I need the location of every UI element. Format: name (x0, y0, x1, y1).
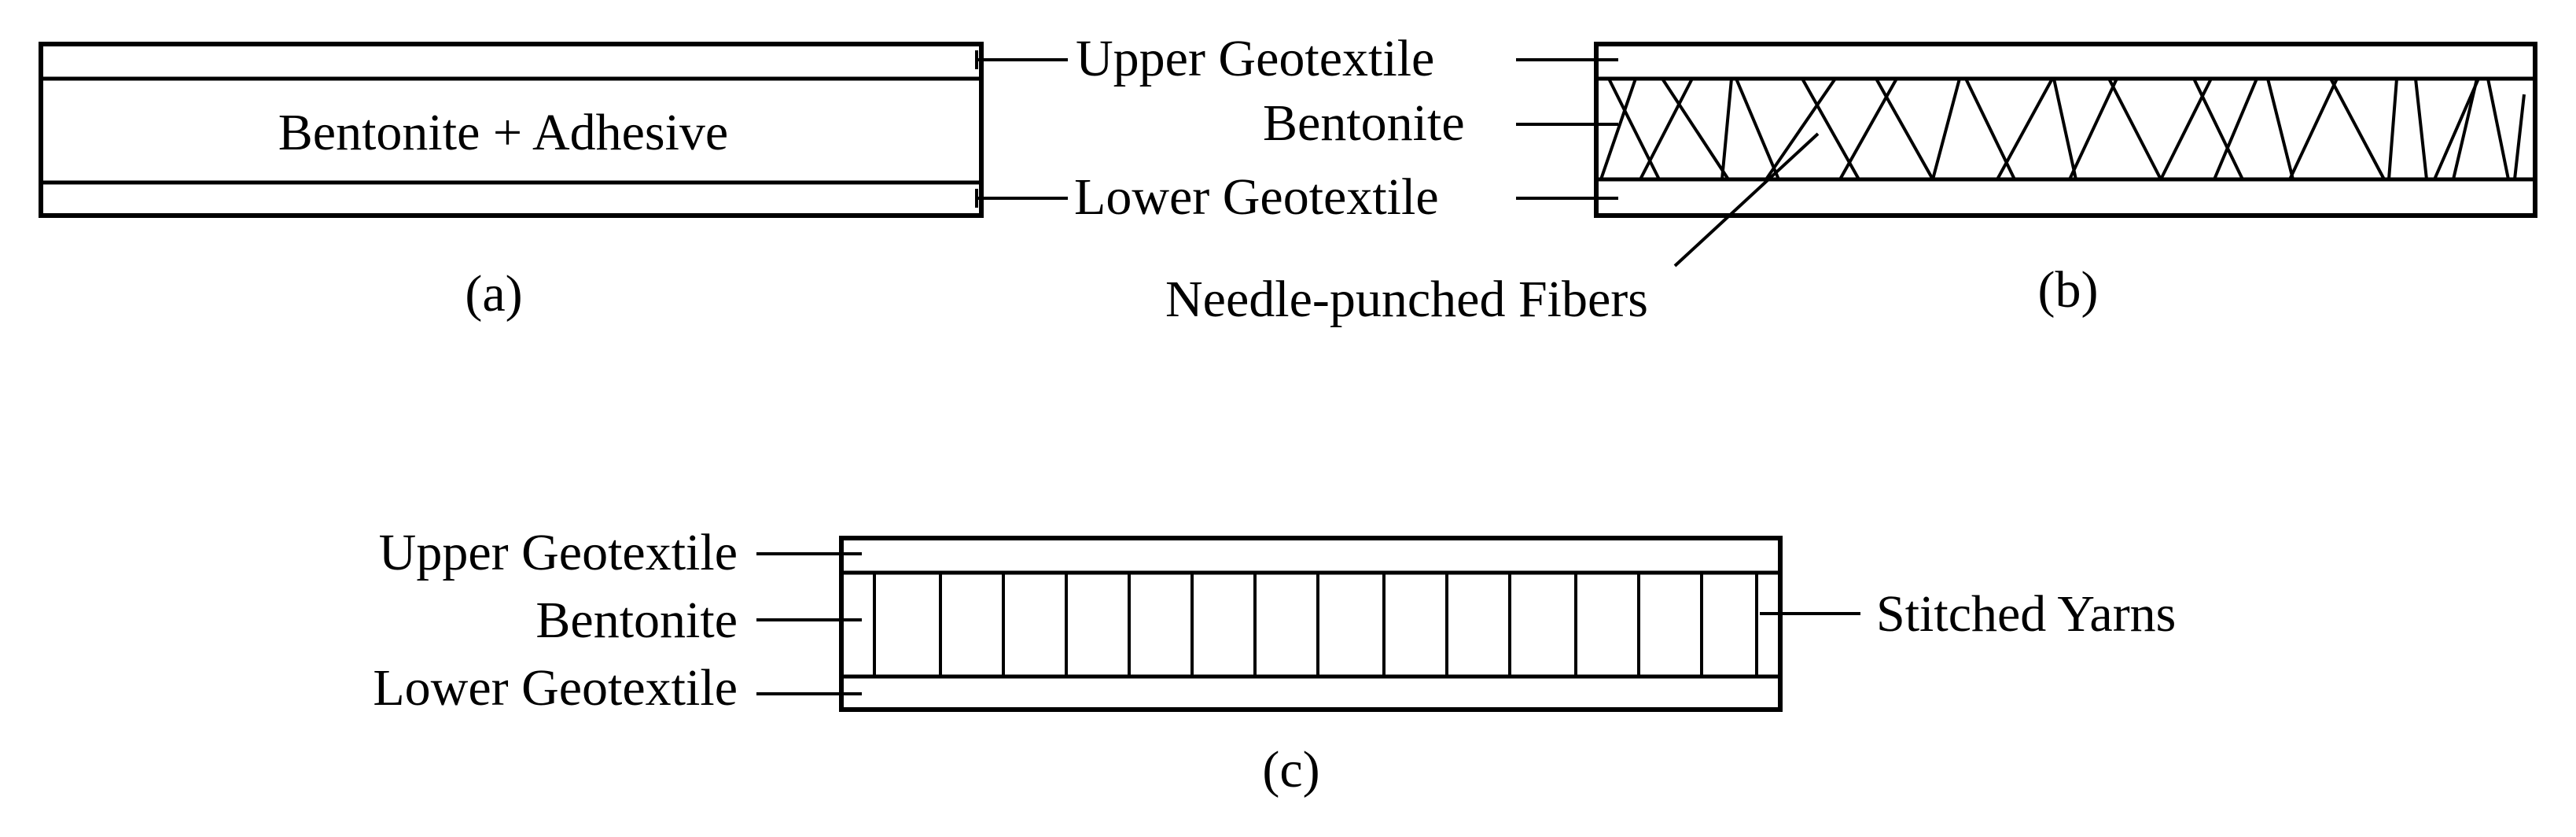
fiber-line (2387, 78, 2398, 180)
panel-c-upper-geotextile-label: Upper Geotextile (379, 524, 738, 581)
panel-c-caption: (c) (1262, 741, 1319, 798)
stitched-yarns (873, 573, 1758, 677)
fiber-line (1720, 78, 1733, 180)
needle-punched-fibers (1599, 77, 2526, 181)
fiber-line (1639, 78, 1694, 180)
fiber-line (1735, 78, 1780, 180)
fiber-line (2486, 78, 2510, 180)
fiber-line (2213, 78, 2258, 180)
lower-geotextile-label: Lower Geotextile (1074, 168, 1439, 226)
panel-a: Bentonite + Adhesive (a) (39, 42, 984, 323)
shared-layer-labels: Upper Geotextile Bentonite Lower Geotext… (975, 30, 1618, 226)
fiber-line (2513, 94, 2526, 180)
panel-b: Needle-punched Fibers (b) (1165, 42, 2537, 328)
panel-a-fill-label: Bentonite + Adhesive (278, 104, 728, 161)
fiber-line (2452, 78, 2478, 180)
panel-c-lower-geotextile-label: Lower Geotextile (373, 659, 738, 717)
fibers-leader (1673, 132, 1820, 267)
stitched-yarns-label: Stitched Yarns (1876, 585, 2176, 643)
fiber-line (1607, 78, 1661, 180)
fiber-line (2266, 78, 2294, 180)
fiber-line (1661, 77, 1730, 181)
bentonite-label: Bentonite (1263, 94, 1465, 152)
fiber-line (2159, 78, 2213, 180)
fiber-line (1801, 78, 1860, 180)
fiber-line (2192, 78, 2244, 180)
fiber-line (2288, 78, 2339, 180)
panel-a-outline (39, 42, 984, 218)
fiber-line (1996, 78, 2054, 180)
panel-c-bentonite-label: Bentonite (535, 592, 738, 649)
upper-geotextile-label: Upper Geotextile (1076, 30, 1434, 87)
needle-punched-fibers-label: Needle-punched Fibers (1165, 271, 1648, 328)
fiber-line (1838, 78, 1898, 180)
fiber-line (1875, 78, 1934, 180)
fiber-line (1765, 77, 1837, 181)
fiber-line (1931, 78, 1961, 180)
fiber-line (2433, 78, 2480, 180)
fiber-line (1599, 78, 1637, 180)
panel-c: Upper Geotextile Bentonite Lower Geotext… (373, 524, 2176, 798)
panel-b-outline (1594, 42, 2537, 218)
fiber-line (2068, 78, 2118, 180)
fiber-line (2414, 78, 2428, 180)
fiber-line (2052, 78, 2077, 180)
panel-c-outline (839, 536, 1783, 712)
fiber-line (2107, 78, 2162, 180)
fiber-line (2329, 78, 2386, 180)
panel-b-caption: (b) (2038, 261, 2099, 319)
panel-a-caption: (a) (465, 265, 522, 323)
